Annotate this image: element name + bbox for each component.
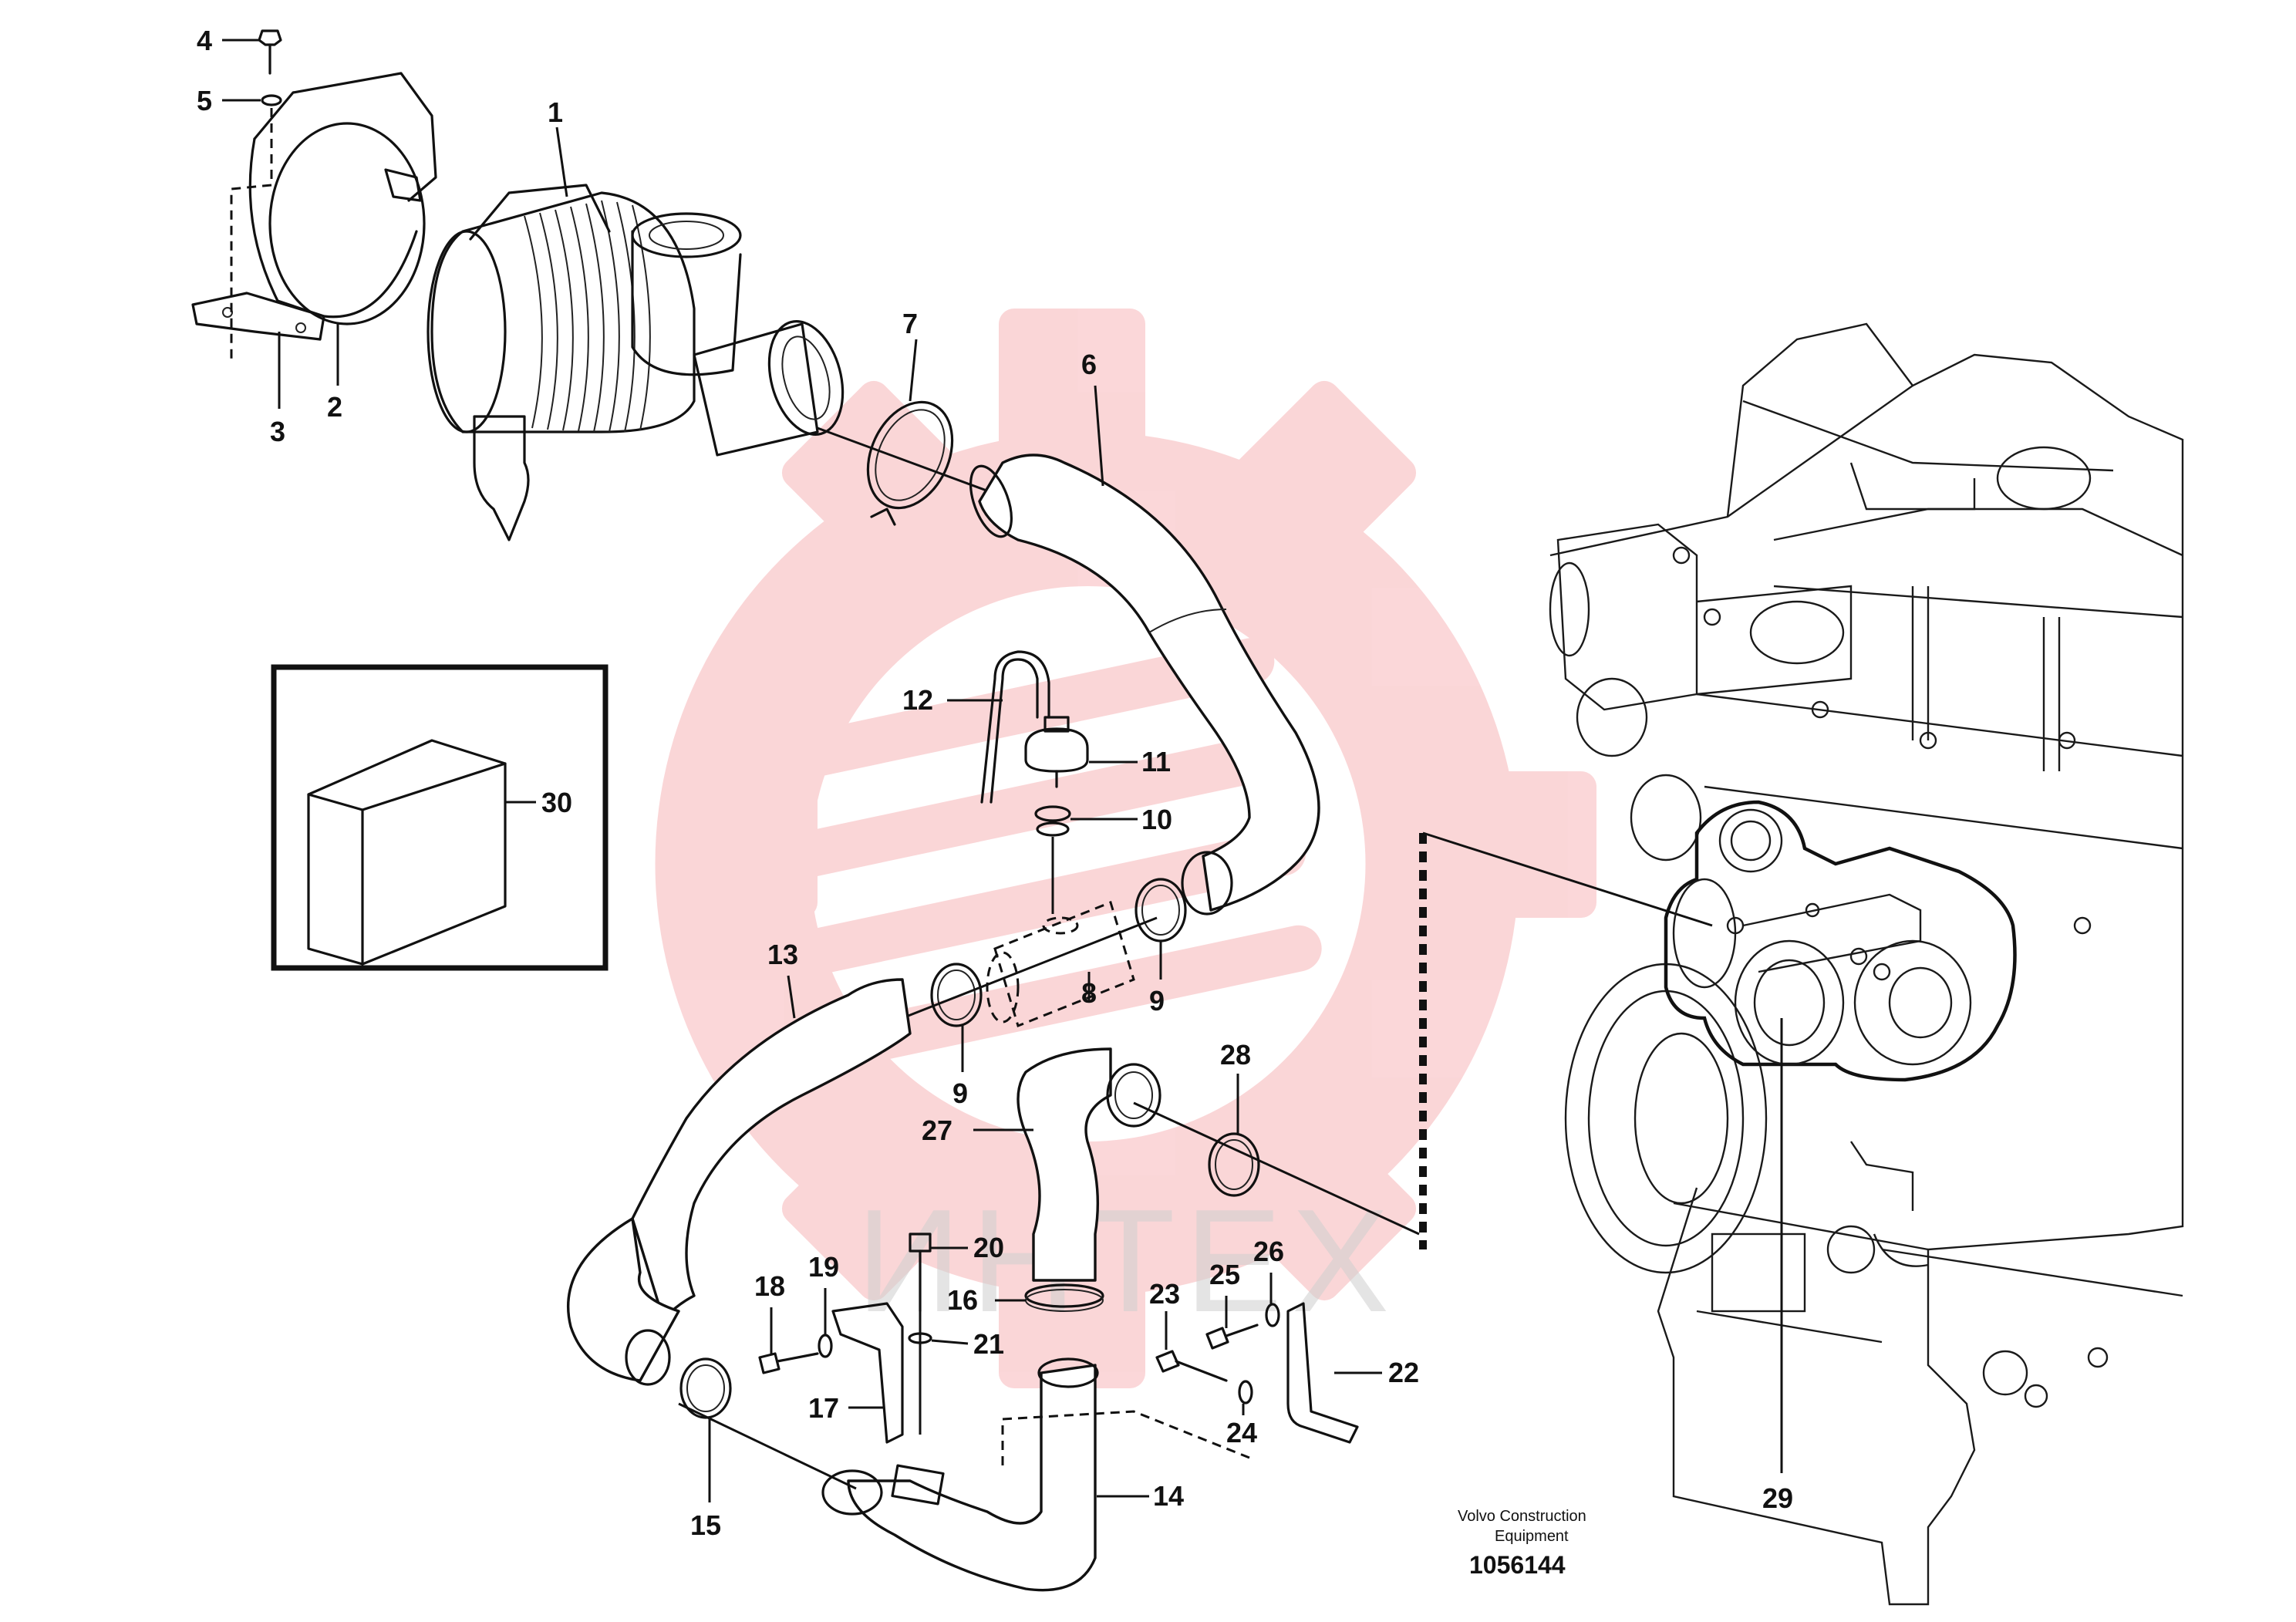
callout-10: 10 xyxy=(1141,804,1172,835)
callout-9a: 9 xyxy=(1149,985,1165,1017)
callout-28: 28 xyxy=(1220,1039,1251,1071)
washer-24 xyxy=(1238,1380,1253,1404)
callout-5: 5 xyxy=(197,85,212,116)
callout-2: 2 xyxy=(327,391,342,423)
callout-13: 13 xyxy=(767,939,798,970)
bolt-23 xyxy=(1155,1350,1228,1382)
hose-clamp-9b xyxy=(930,963,983,1027)
callout-27: 27 xyxy=(922,1114,952,1146)
callout-30: 30 xyxy=(541,787,572,818)
callout-19: 19 xyxy=(808,1251,839,1283)
callout-9b: 9 xyxy=(952,1077,968,1109)
callout-11: 11 xyxy=(1141,746,1171,777)
grommet-10 xyxy=(1034,805,1071,914)
callout-21: 21 xyxy=(973,1328,1004,1360)
callout-24: 24 xyxy=(1226,1417,1257,1448)
bracket-22 xyxy=(1286,1302,1359,1444)
air-filter-assembly xyxy=(426,184,845,541)
caption-line1: Volvo Construction xyxy=(1458,1508,1586,1525)
caption-block: Volvo Construction Equipment 1056144 xyxy=(1458,1508,1586,1579)
callout-20: 20 xyxy=(973,1232,1004,1263)
callout-29: 29 xyxy=(1762,1482,1793,1514)
bracket-17 xyxy=(831,1302,904,1444)
intake-hose-13 xyxy=(631,978,912,1320)
callout-3: 3 xyxy=(270,416,285,447)
caption-line2: Equipment xyxy=(1495,1528,1569,1545)
bolt-25 xyxy=(1205,1324,1259,1350)
callout-7: 7 xyxy=(902,308,918,339)
callout-25: 25 xyxy=(1209,1259,1240,1290)
washer-5 xyxy=(261,94,282,106)
watermark-text: ИНТЕХ xyxy=(856,1179,1398,1343)
hose-clamp-7 xyxy=(866,400,954,510)
callout-16: 16 xyxy=(947,1284,978,1316)
callout-18: 18 xyxy=(754,1270,785,1302)
vacuum-hose-12 xyxy=(990,658,1039,804)
washer-19 xyxy=(818,1334,833,1358)
bolt-4 xyxy=(258,29,282,75)
callout-8: 8 xyxy=(1081,977,1097,1009)
intake-hose-6 xyxy=(978,454,1320,912)
callout-26: 26 xyxy=(1253,1236,1284,1267)
leader-lines xyxy=(222,39,1783,1502)
turbocharger-29 xyxy=(1664,800,2017,1082)
watermark-logo xyxy=(655,309,1596,1388)
connecting-pipe-8 xyxy=(986,900,1135,1028)
callout-14: 14 xyxy=(1153,1480,1184,1512)
hose-clamp-28 xyxy=(1208,1132,1260,1197)
callout-12: 12 xyxy=(902,684,933,716)
base-plate xyxy=(191,292,325,341)
bolt-18 xyxy=(758,1352,819,1374)
callout-15: 15 xyxy=(690,1509,721,1541)
bolt-20 xyxy=(909,1233,932,1435)
intake-hose-14 xyxy=(847,1364,1097,1592)
washer-21 xyxy=(908,1332,932,1344)
callout-23: 23 xyxy=(1149,1278,1180,1310)
callout-1: 1 xyxy=(548,96,563,128)
kit-box-30 xyxy=(271,664,609,971)
washer-26 xyxy=(1265,1303,1280,1327)
pressure-sensor-11 xyxy=(1024,716,1089,788)
filter-bracket xyxy=(248,72,437,325)
hose-clamp-16 xyxy=(1024,1283,1104,1308)
callout-22: 22 xyxy=(1388,1357,1419,1388)
callout-labels: 1 2 3 4 5 6 7 8 9 9 10 11 12 13 14 15 16… xyxy=(197,25,1793,1541)
callout-17: 17 xyxy=(808,1392,839,1424)
document-number: 1056144 xyxy=(1469,1551,1566,1579)
callout-6: 6 xyxy=(1081,349,1097,380)
callout-4: 4 xyxy=(197,25,212,56)
elbow-hose-27 xyxy=(1017,1047,1161,1282)
